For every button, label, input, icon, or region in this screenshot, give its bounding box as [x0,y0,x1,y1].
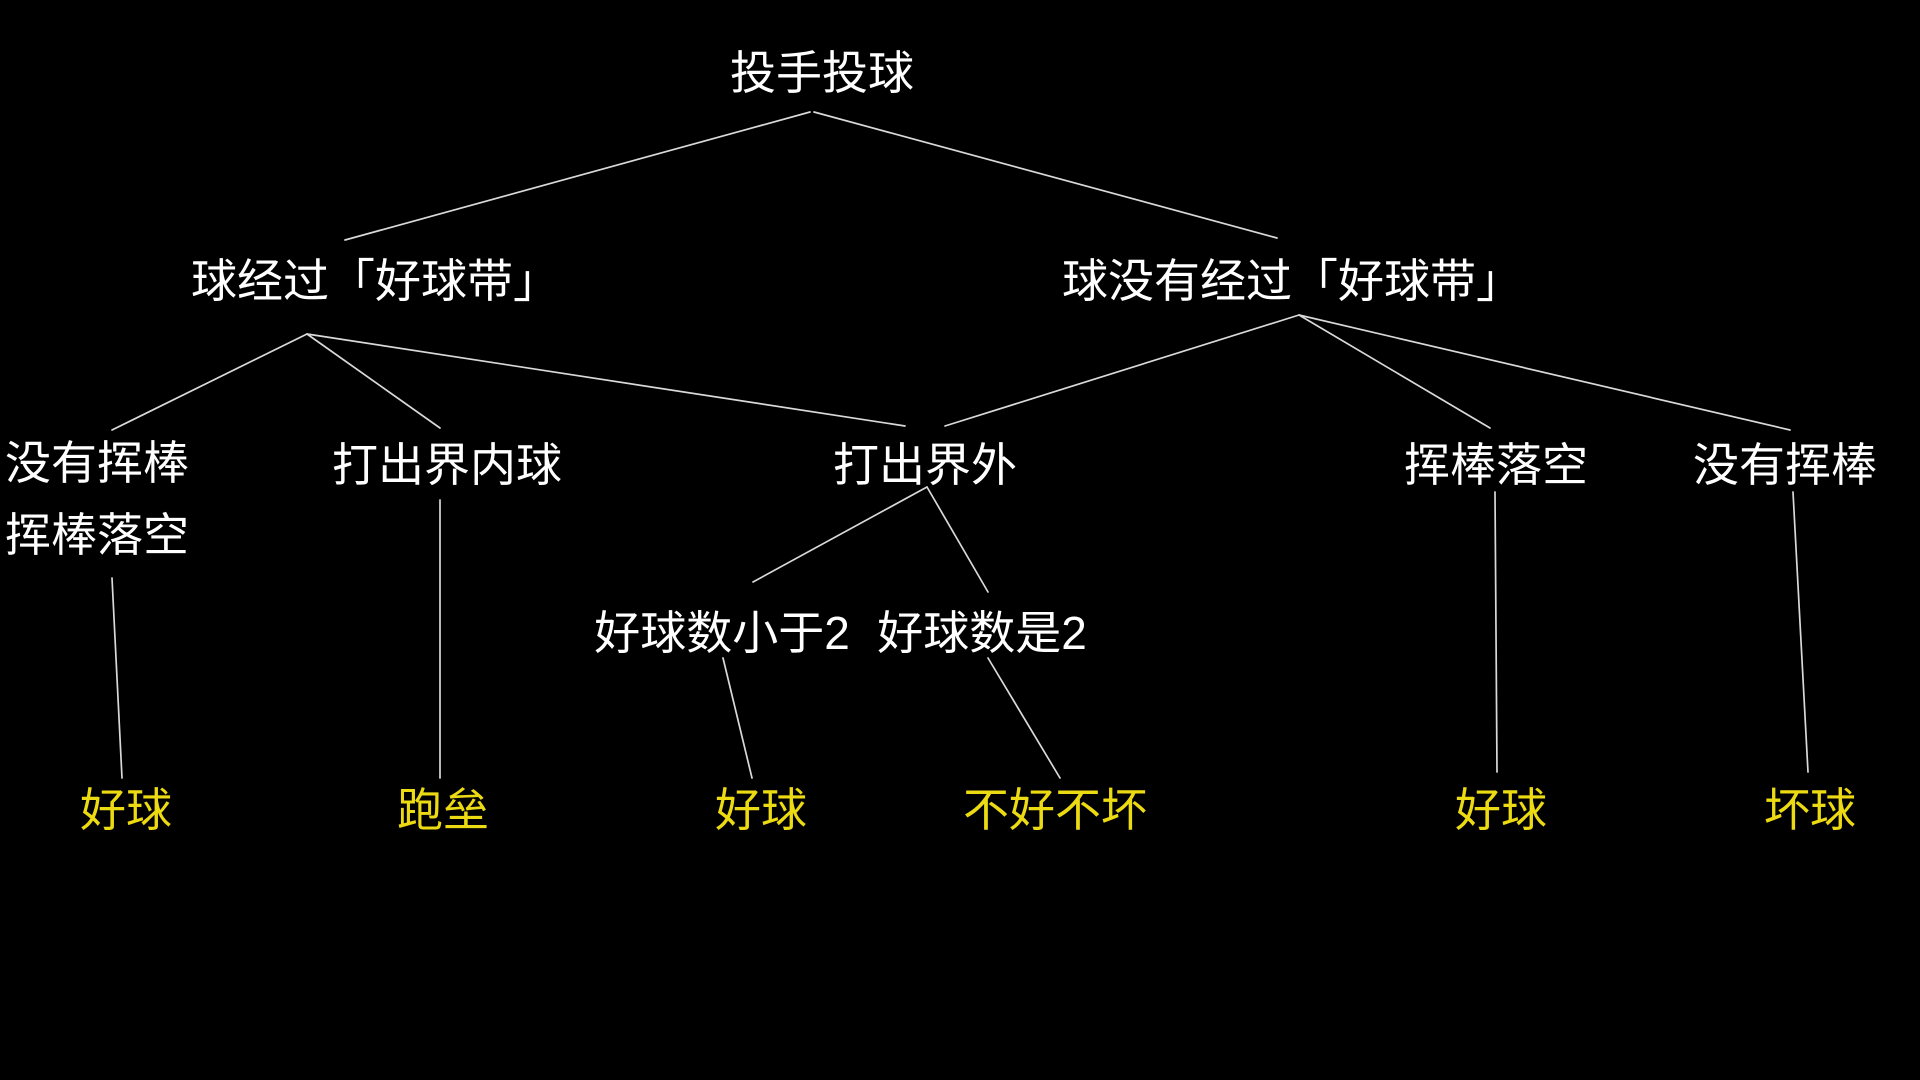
outcome-run-bases: 跑垒 [397,784,489,836]
outcome-strike-middle: 好球 [715,784,807,836]
edge-miss_strike_zone-to-hit_foul [944,314,1300,427]
edge-no_swing-to-outcome_ball [1792,491,1809,773]
edge-pass_strike_zone-to-hit_fair [306,333,441,429]
edge-pass_strike_zone-to-hit_foul [306,333,906,427]
node-root-pitch: 投手投球 [730,47,914,99]
edge-no_swing_or_miss-to-outcome_strike_1 [111,577,123,779]
edge-miss_strike_zone-to-swing_and_miss [1298,314,1491,429]
node-hit-foul-ball: 打出界外 [833,439,1017,491]
node-strikes-is-2: 好球数是2 [877,607,1087,659]
outcome-neither-strike-nor-ball: 不好不坏 [963,784,1147,836]
node-swing-miss-line: 挥棒落空 [5,509,189,561]
node-swing-and-miss: 挥棒落空 [1404,439,1588,491]
edge-strikes_less_than_2-to-outcome_strike_2 [722,657,753,779]
node-no-swing-or-swing-miss: 没有挥棒 挥棒落空 [5,427,189,571]
edge-strikes_is_2-to-outcome_neither [987,657,1061,779]
node-strikes-less-than-2: 好球数小于2 [594,607,850,659]
edge-pass_strike_zone-to-no_swing_or_miss [111,333,308,431]
node-ball-passes-strike-zone: 球经过「好球带」 [191,255,559,307]
edge-hit_foul-to-strikes_less_than_2 [752,486,928,583]
edge-swing_and_miss-to-outcome_strike_3 [1494,491,1498,773]
outcome-strike-right: 好球 [1455,784,1547,836]
node-ball-misses-strike-zone: 球没有经过「好球带」 [1062,255,1522,307]
node-hit-fair-ball: 打出界内球 [332,439,562,491]
edge-hit_foul-to-strikes_is_2 [926,486,989,593]
outcome-strike-left: 好球 [80,784,172,836]
edge-miss_strike_zone-to-no_swing [1298,314,1791,431]
node-no-swing-line: 没有挥棒 [5,437,189,489]
edge-root-to-pass_strike_zone [344,111,811,241]
edge-root-to-miss_strike_zone [813,111,1278,239]
outcome-ball: 坏球 [1764,784,1856,836]
node-no-swing: 没有挥棒 [1693,439,1877,491]
